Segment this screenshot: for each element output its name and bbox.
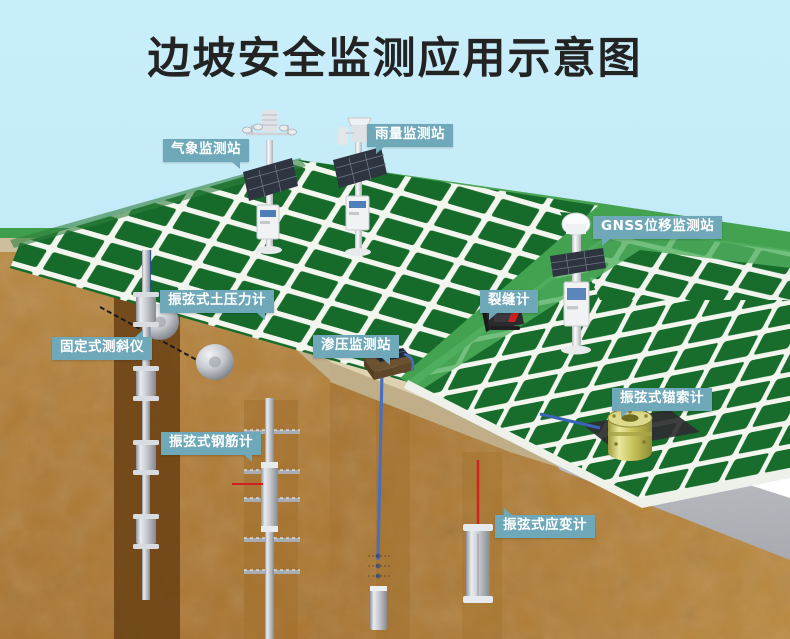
radiation-shield bbox=[262, 110, 277, 132]
gnss-solar-panel bbox=[550, 248, 606, 277]
rebar-strain-sensor bbox=[261, 462, 278, 532]
rain-gauge-base bbox=[345, 248, 371, 256]
gnss-receiver-mast bbox=[550, 212, 606, 355]
piezometer-cable bbox=[376, 371, 384, 561]
piezometer-probe bbox=[370, 586, 387, 630]
inclinometer-assembly bbox=[133, 249, 159, 601]
label-anchor-cable-gauge[interactable]: 振弦式锚索计 bbox=[612, 388, 712, 417]
label-inclinometer[interactable]: 固定式测斜仪 bbox=[52, 330, 152, 360]
grass-divider-band bbox=[400, 204, 790, 386]
label-crack-meter[interactable]: 裂缝计 bbox=[480, 290, 538, 319]
gnss-base bbox=[561, 345, 591, 355]
label-rebar-meter[interactable]: 振弦式钢筋计 bbox=[161, 432, 261, 461]
label-weather-station[interactable]: 气象监测站 bbox=[163, 139, 249, 168]
anchor-cable-lead bbox=[539, 412, 601, 430]
rain-gauge-pole bbox=[355, 135, 362, 252]
piezometer-assembly bbox=[368, 371, 390, 630]
anchor-load-cell bbox=[539, 408, 700, 461]
label-rain-station[interactable]: 雨量监测站 bbox=[367, 124, 453, 153]
label-gnss-station[interactable]: GNSS位移监测站 bbox=[593, 216, 723, 245]
slope-toe-kerb bbox=[404, 380, 790, 508]
piezometer-station-lead bbox=[403, 352, 415, 371]
rain-station-shield bbox=[338, 127, 348, 145]
anemometer-cups bbox=[242, 123, 297, 136]
rain-gauge-mast bbox=[333, 117, 387, 256]
weather-station-mast bbox=[242, 110, 298, 254]
label-strain-gauge[interactable]: 振弦式应变计 bbox=[495, 508, 595, 538]
label-earth-pressure-gauge[interactable]: 振弦式土压力计 bbox=[160, 290, 274, 319]
weather-station-pole bbox=[266, 140, 273, 250]
crack-meter-accent bbox=[508, 311, 520, 322]
inclinometer-casing bbox=[142, 250, 150, 600]
strain-gauge-assembly bbox=[463, 460, 493, 603]
page-title: 边坡安全监测应用示意图 bbox=[147, 34, 643, 84]
slope-crest-line bbox=[10, 158, 306, 248]
label-piezometer-station[interactable]: 渗压监测站 bbox=[313, 335, 399, 364]
inclinometer-sensor-nodes bbox=[133, 292, 159, 549]
anchor-load-cell-body bbox=[608, 418, 652, 461]
rain-solar-panel bbox=[333, 147, 387, 188]
rebar-meter-assembly bbox=[232, 398, 300, 639]
weather-station-base bbox=[256, 246, 282, 254]
